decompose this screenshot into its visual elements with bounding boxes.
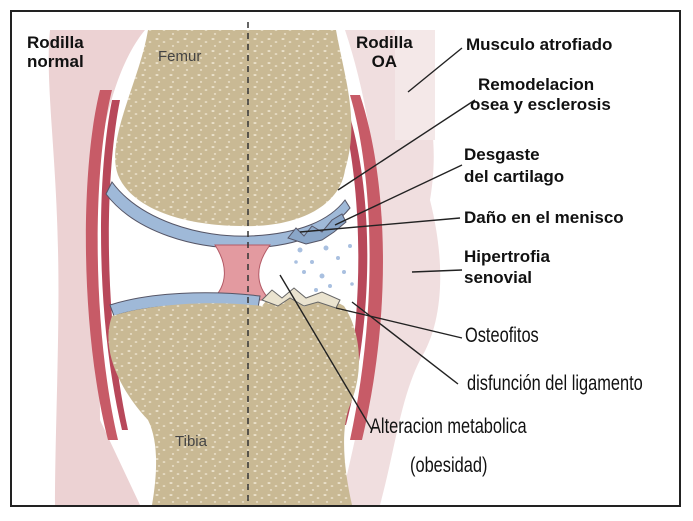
annotation-synovial-line2: senovial <box>464 268 532 287</box>
annotation-synovial-line1: Hipertrofia <box>464 247 550 266</box>
tibia-label: Tibia <box>175 432 207 451</box>
normal-knee-label: Rodilla normal <box>27 33 84 71</box>
normal-knee-label-line2: normal <box>27 52 84 71</box>
normal-knee-label-line1: Rodilla <box>27 33 84 52</box>
oa-knee-label-line1: Rodilla <box>356 33 413 52</box>
annotation-ligament: disfunción del ligamento <box>467 372 643 396</box>
annotation-cartilage-line1: Desgaste <box>464 145 540 164</box>
meniscus <box>212 245 270 300</box>
oa-knee-label: Rodilla OA <box>356 33 413 71</box>
tibia-bone <box>108 292 359 505</box>
annotation-meniscus: Daño en el menisco <box>464 208 624 227</box>
annotation-remodeling-line1: Remodelacion <box>478 75 594 94</box>
annotation-muscle: Musculo atrofiado <box>466 35 612 54</box>
synovial-debris <box>294 244 354 292</box>
femur-label: Femur <box>158 47 201 66</box>
annotation-osteophytes: Osteofitos <box>465 324 539 348</box>
annotation-metabolic-line1: Alteracion metabolica <box>370 415 527 439</box>
annotation-cartilage-line2: del cartilago <box>464 167 564 186</box>
annotation-metabolic-line2: (obesidad) <box>410 454 487 478</box>
annotation-remodeling-line2: osea y esclerosis <box>470 95 611 114</box>
femur-bone <box>115 30 351 226</box>
oa-knee-label-line2: OA <box>356 52 413 71</box>
